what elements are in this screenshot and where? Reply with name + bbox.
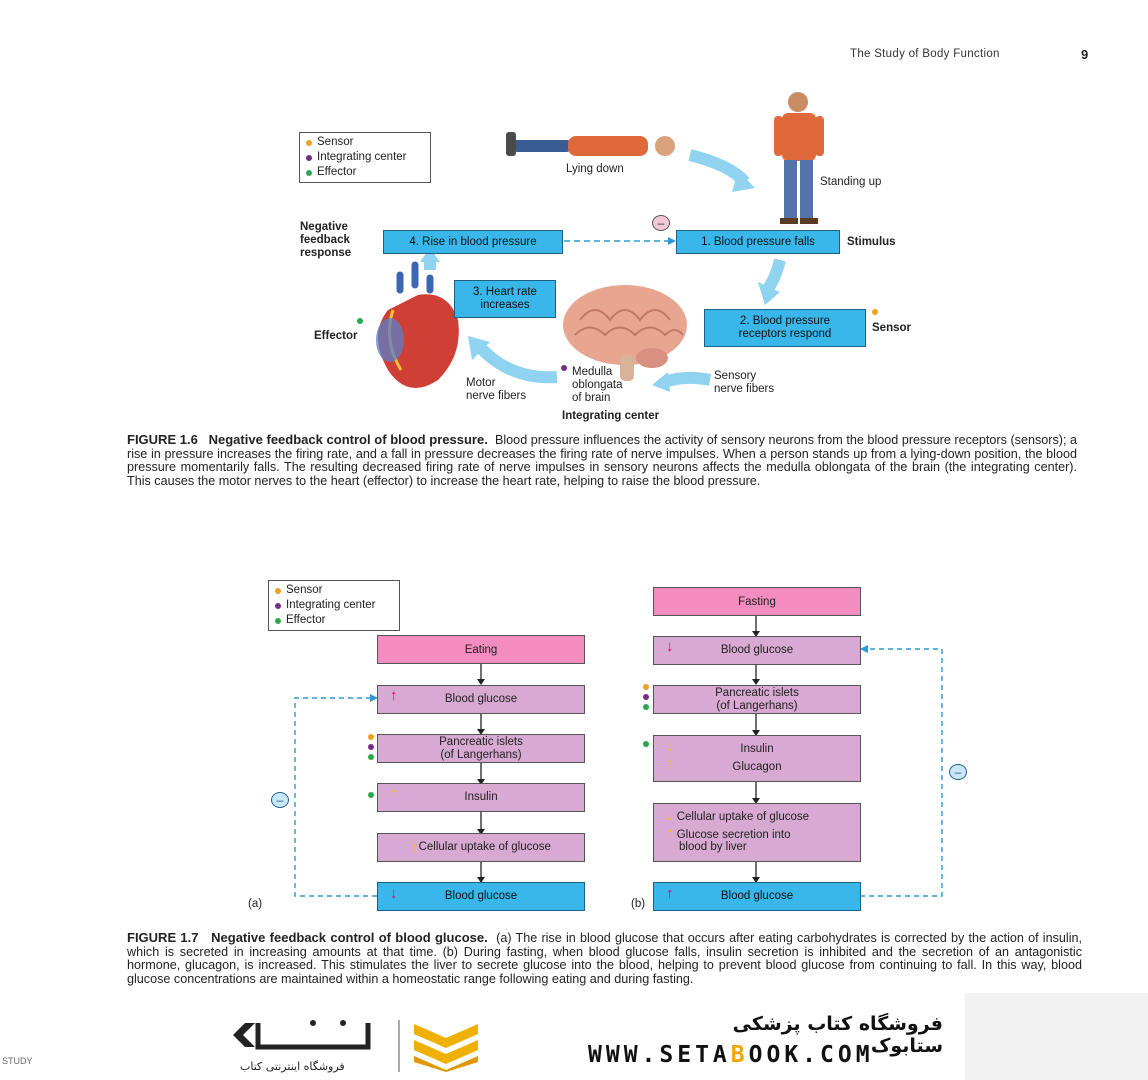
effector-label: Effector: [314, 330, 358, 342]
legend-fig16: Sensor Integrating center Effector: [299, 132, 431, 183]
box-pancreatic-islets-a: Pancreatic islets(of Langerhans): [377, 734, 585, 763]
down-arrow-icon: ↓: [666, 807, 674, 824]
effector-dot-icon: [643, 741, 649, 747]
integrating-dot-icon: [306, 154, 312, 161]
down-arrow-icon: ↓: [390, 885, 398, 902]
effector-dot-icon: [368, 792, 374, 798]
legend-integrating: Integrating center: [317, 151, 407, 163]
sensor-dot-icon: [275, 587, 281, 594]
effector-dot-icon: [368, 754, 374, 760]
down-arrow-icon: ↓: [666, 738, 674, 755]
integrating-dot-icon: [561, 365, 567, 371]
ad-logo-subtitle: فروشگاه اینترنتی کتاب: [240, 1060, 345, 1073]
legend-fig17: Sensor Integrating center Effector: [268, 580, 400, 631]
box-cellular-uptake-a: ↑ Cellular uptake of glucose: [377, 833, 585, 862]
sensor-label: Sensor: [872, 322, 911, 334]
sensor-dot-icon: [368, 734, 374, 740]
box-blood-glucose-rise-b: ↑ Blood glucose: [653, 882, 861, 911]
effector-dot-icon: [357, 318, 363, 324]
up-arrow-icon: ↑: [411, 839, 419, 856]
study-watermark: STUDY: [2, 1056, 33, 1066]
lying-person-illustration: [506, 132, 675, 156]
effector-dot-icon: [306, 169, 312, 176]
fig17-connectors: [294, 614, 943, 897]
up-arrow-icon: ↑: [666, 885, 674, 902]
integrating-dot-icon: [368, 744, 374, 750]
up-arrow-icon: ↑: [390, 785, 398, 802]
standing-person-illustration: [774, 92, 824, 224]
fig17a-minus-icon: –: [271, 792, 289, 808]
ad-persian-title: فروشگاه کتاب پزشکی ستابوک: [732, 1013, 943, 1057]
box-insulin-a: ↑ Insulin: [377, 783, 585, 812]
legend-effector: Effector: [286, 614, 326, 626]
legend-sensor: Sensor: [286, 584, 323, 596]
fig17-caption-title: Negative feedback control of blood gluco…: [211, 931, 488, 945]
ad-url: WWW.SETABOOK.COM: [588, 1042, 874, 1068]
fig16-caption-title: Negative feedback control of blood press…: [208, 432, 488, 447]
box-uptake-secretion: ↓ Cellular uptake of glucose ↑ Glucose s…: [653, 803, 861, 862]
ad-divider: [398, 1020, 400, 1072]
ad-banner-side: [965, 993, 1148, 1080]
panel-b-label: (b): [631, 898, 646, 910]
fig17-caption-label: FIGURE 1.7: [127, 931, 199, 945]
box-rise-in-blood-pressure: 4. Rise in blood pressure: [383, 230, 563, 254]
stimulus-label: Stimulus: [847, 236, 896, 248]
box-blood-glucose-fall-b: ↓ Blood glucose: [653, 636, 861, 665]
heart-illustration: [376, 261, 459, 388]
legend-integrating: Integrating center: [286, 599, 376, 611]
figure-1-6-caption: FIGURE 1.6 Negative feedback control of …: [127, 433, 1077, 488]
sensor-dot-icon: [872, 309, 878, 315]
arrowheads: [420, 170, 780, 392]
fig17b-minus-icon: –: [949, 764, 967, 780]
standing-up-label: Standing up: [820, 176, 882, 188]
fig16-caption-label: FIGURE 1.6: [127, 432, 198, 447]
legend-sensor: Sensor: [317, 136, 354, 148]
effector-dot-icon: [275, 617, 281, 624]
up-arrow-icon: ↑: [390, 687, 398, 704]
lying-down-label: Lying down: [566, 163, 624, 175]
fig17-caption-body: (a) The rise in blood glucose that occur…: [127, 931, 1082, 986]
box-blood-pressure-falls: 1. Blood pressure falls: [676, 230, 840, 254]
up-arrow-icon: ↑: [666, 755, 674, 772]
brain-illustration: [563, 285, 687, 381]
fig16-caption-body: Blood pressure influences the activity o…: [127, 433, 1078, 488]
figure-1-7-caption: FIGURE 1.7 Negative feedback control of …: [127, 931, 1082, 997]
running-title: The Study of Body Function: [850, 48, 1000, 60]
integrating-center-label: Integrating center: [562, 410, 660, 422]
sensor-dot-icon: [306, 139, 312, 146]
fig16-artwork: [376, 92, 824, 392]
setabook-logo: [233, 1020, 371, 1050]
box-fasting: Fasting: [653, 587, 861, 616]
sensor-dot-icon: [643, 684, 649, 690]
box-eating: Eating: [377, 635, 585, 664]
box-blood-glucose-rise: ↑ Blood glucose: [377, 685, 585, 714]
box-blood-glucose-fall-a: ↓ Blood glucose: [377, 882, 585, 911]
down-arrow-icon: ↓: [666, 638, 674, 655]
fig16-minus-icon: –: [652, 215, 670, 231]
setabook-emblem-icon: [414, 1024, 478, 1072]
up-arrow-icon: ↑: [666, 825, 674, 842]
legend-effector: Effector: [317, 166, 357, 178]
box-pancreatic-islets-b: Pancreatic islets(of Langerhans): [653, 685, 861, 714]
integrating-dot-icon: [275, 602, 281, 609]
integrating-dot-icon: [643, 694, 649, 700]
ad-banner: [180, 993, 965, 1080]
effector-dot-icon: [643, 704, 649, 710]
page-number: 9: [1081, 47, 1089, 62]
panel-a-label: (a): [248, 898, 263, 910]
